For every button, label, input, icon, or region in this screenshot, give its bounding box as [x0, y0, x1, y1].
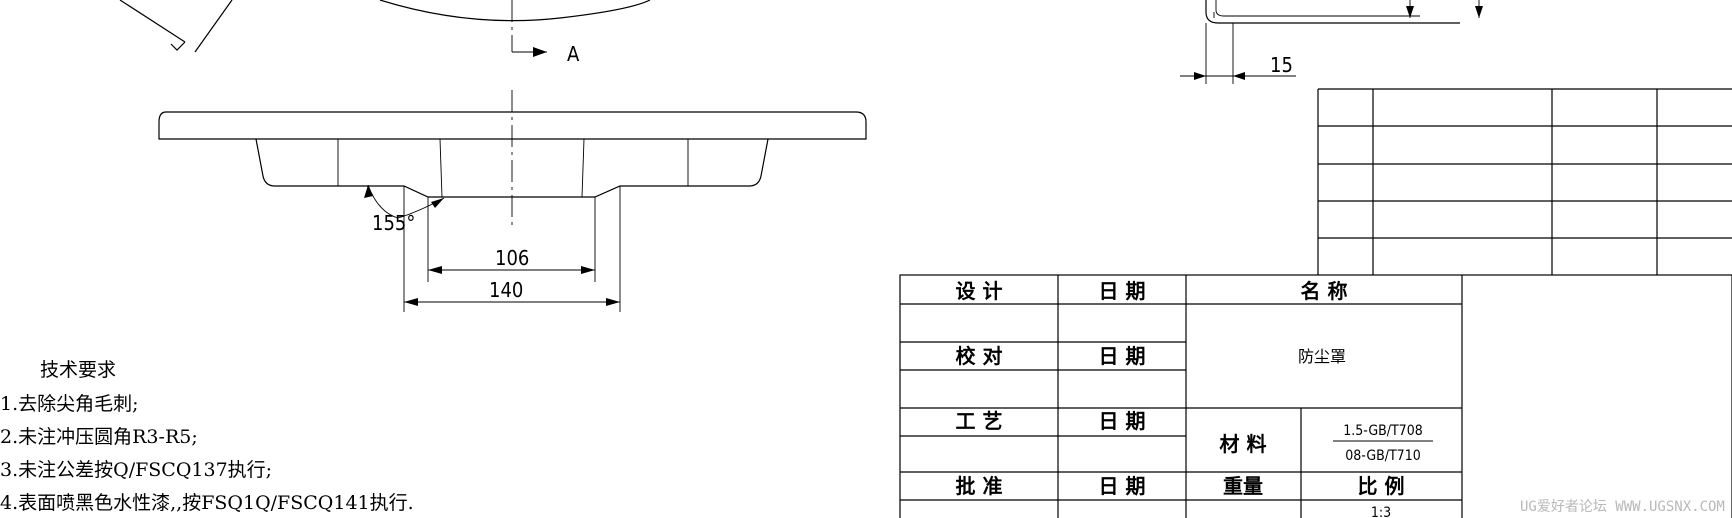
side-view: 155° 106 140	[158, 90, 867, 312]
outer-width-dimension: 140	[489, 278, 523, 302]
title-block: 设 计 日 期 名 称 校 对 日 期 防尘罩 工 艺 日 期 材 料 1.5-…	[899, 274, 1732, 518]
check-label: 校 对	[956, 344, 1003, 368]
tech-req-item: 1.去除尖角毛刺;	[0, 393, 139, 415]
date-label: 日 期	[1099, 279, 1146, 303]
dim-arrow-icon	[581, 266, 595, 274]
angle-arrow-icon	[364, 185, 373, 198]
section-label: A	[567, 42, 580, 66]
technical-requirements: 技术要求 1.去除尖角毛刺; 2.未注冲压圆角R3-R5; 3.未注公差按Q/F…	[0, 359, 414, 514]
dim-arrow-icon	[404, 298, 418, 306]
top-view-fragment: A	[119, 0, 651, 66]
date-label: 日 期	[1099, 474, 1146, 498]
material-bottom: 08-GB/T710	[1345, 448, 1420, 464]
weight-label: 重量	[1223, 474, 1263, 498]
material-label: 材 料	[1220, 432, 1267, 456]
design-label: 设 计	[956, 279, 1003, 303]
angle-dimension: 155°	[372, 211, 415, 235]
angle-arrow-icon	[431, 198, 444, 208]
section-arrow-icon	[533, 47, 547, 57]
approve-label: 批 准	[956, 474, 1003, 498]
dim-arrow-icon	[428, 266, 442, 274]
tech-req-item: 4.表面喷黑色水性漆,,按FSQ1Q/FSCQ141执行.	[0, 492, 414, 514]
dim-arrow-icon	[606, 298, 620, 306]
detail-view: 15	[1180, 0, 1483, 84]
dim-arrow-icon	[1194, 72, 1206, 80]
dim-arrow-icon	[1233, 72, 1245, 80]
watermark: UG爱好者论坛 WWW.UGSNX.COM	[1520, 499, 1725, 515]
scale-value: 1:3	[1371, 505, 1391, 518]
dim-arrow-icon	[1406, 6, 1414, 18]
material-top: 1.5-GB/T708	[1343, 423, 1422, 439]
inner-width-dimension: 106	[495, 246, 529, 270]
flange-dimension: 15	[1270, 53, 1293, 77]
part-name: 防尘罩	[1298, 347, 1346, 366]
tech-req-title: 技术要求	[40, 359, 116, 381]
scale-label: 比 例	[1358, 474, 1405, 498]
tech-req-item: 2.未注冲压圆角R3-R5;	[0, 426, 198, 448]
name-header: 名 称	[1301, 279, 1348, 303]
dim-arrow-icon	[1475, 6, 1483, 18]
date-label: 日 期	[1099, 409, 1146, 433]
process-label: 工 艺	[956, 409, 1003, 433]
tech-req-item: 3.未注公差按Q/FSCQ137执行;	[0, 459, 272, 481]
revision-table	[1317, 88, 1732, 275]
date-label: 日 期	[1099, 344, 1146, 368]
